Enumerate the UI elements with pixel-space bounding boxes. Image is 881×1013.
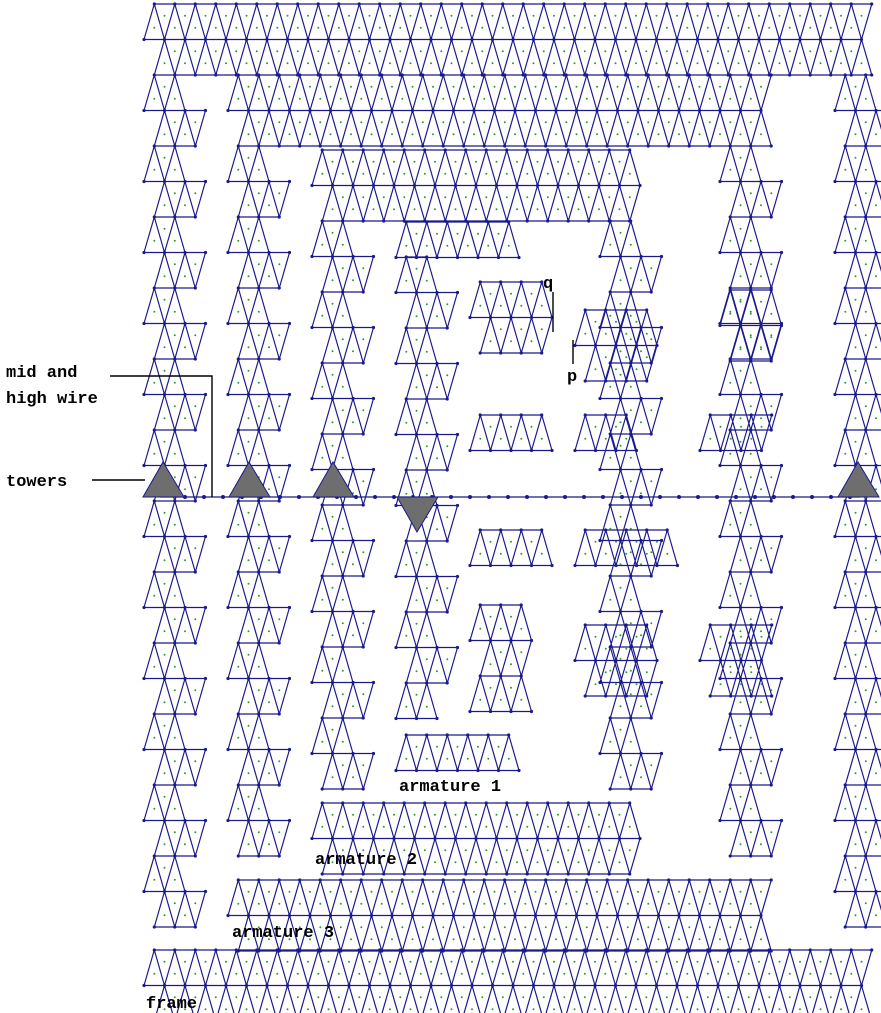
tower [838,462,879,497]
wire-node [506,495,510,499]
wire-node [658,495,662,499]
wire-node [278,495,282,499]
tower [397,497,438,532]
wire-node [487,495,491,499]
tower [143,462,184,497]
tower [313,462,354,497]
wire-node [829,495,833,499]
label-mid-and: mid and [6,364,77,383]
wire-node [373,495,377,499]
label-armature-2: armature 2 [315,851,417,870]
wire-node [734,495,738,499]
wire-node [715,495,719,499]
wire-node [620,495,624,499]
wire-node [772,495,776,499]
wire-node [525,495,529,499]
wire-node [601,495,605,499]
wire-node [544,495,548,499]
lattice-nodes [142,2,881,1013]
lattice-edges [144,4,881,1013]
wire-node [392,495,396,499]
label-armature-1: armature 1 [399,778,501,797]
wire-node [582,495,586,499]
wire-node [563,495,567,499]
wire-node [221,495,225,499]
wire-node [297,495,301,499]
wire-node [354,495,358,499]
wire-node [677,495,681,499]
wire-node [810,495,814,499]
label-high-wire: high wire [6,390,98,409]
label-frame: frame [146,995,197,1013]
tower [229,462,270,497]
wire-node [202,495,206,499]
wire-node [468,495,472,499]
wire-node [791,495,795,499]
label-q: q [543,275,553,294]
wire-node [696,495,700,499]
triangular-lattice [142,2,881,1013]
wire-node [449,495,453,499]
label-armature-3: armature 3 [232,924,334,943]
wire-node [753,495,757,499]
wire-node [639,495,643,499]
label-towers: towers [6,473,67,492]
label-p: p [567,368,577,387]
